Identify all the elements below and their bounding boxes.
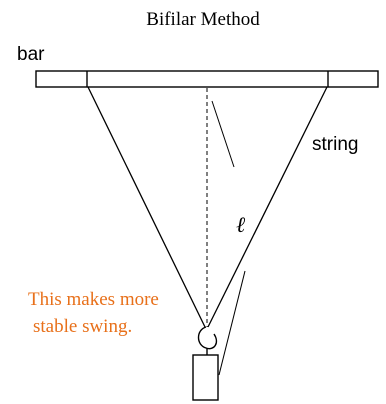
note-line-2: stable swing. xyxy=(33,316,132,337)
length-symbol-label: ℓ xyxy=(236,212,246,237)
string-label: string xyxy=(312,134,358,155)
bar-label: bar xyxy=(17,44,45,65)
length-indicator-upper xyxy=(211,100,235,168)
note-line-1: This makes more xyxy=(28,289,159,310)
right-string xyxy=(207,86,328,328)
length-indicator-lower xyxy=(218,270,246,376)
left-string xyxy=(87,86,206,328)
hanging-weight xyxy=(192,354,219,401)
horizontal-bar xyxy=(35,70,379,88)
hook-icon xyxy=(197,326,218,350)
diagram-title: Bifilar Method xyxy=(146,9,260,30)
